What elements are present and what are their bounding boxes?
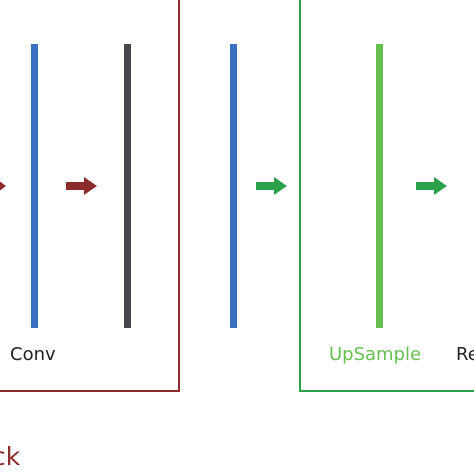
output-layer-bar (230, 44, 237, 328)
arrow-right-icon (0, 181, 6, 191)
arrow-right-icon (66, 177, 97, 195)
decoder-block-box (299, 0, 474, 392)
conv-label: Conv (10, 344, 56, 365)
encoder-block-box (0, 0, 180, 392)
conv-layer-bar (31, 44, 38, 328)
feature-layer-bar (124, 44, 131, 328)
cut-off-label: Re (456, 344, 474, 365)
arrow-right-icon (416, 177, 447, 195)
upsample-label: UpSample (329, 344, 422, 365)
arrow-right-icon (256, 177, 287, 195)
upsample-layer-bar (376, 44, 383, 328)
block-title: ck (0, 442, 21, 471)
